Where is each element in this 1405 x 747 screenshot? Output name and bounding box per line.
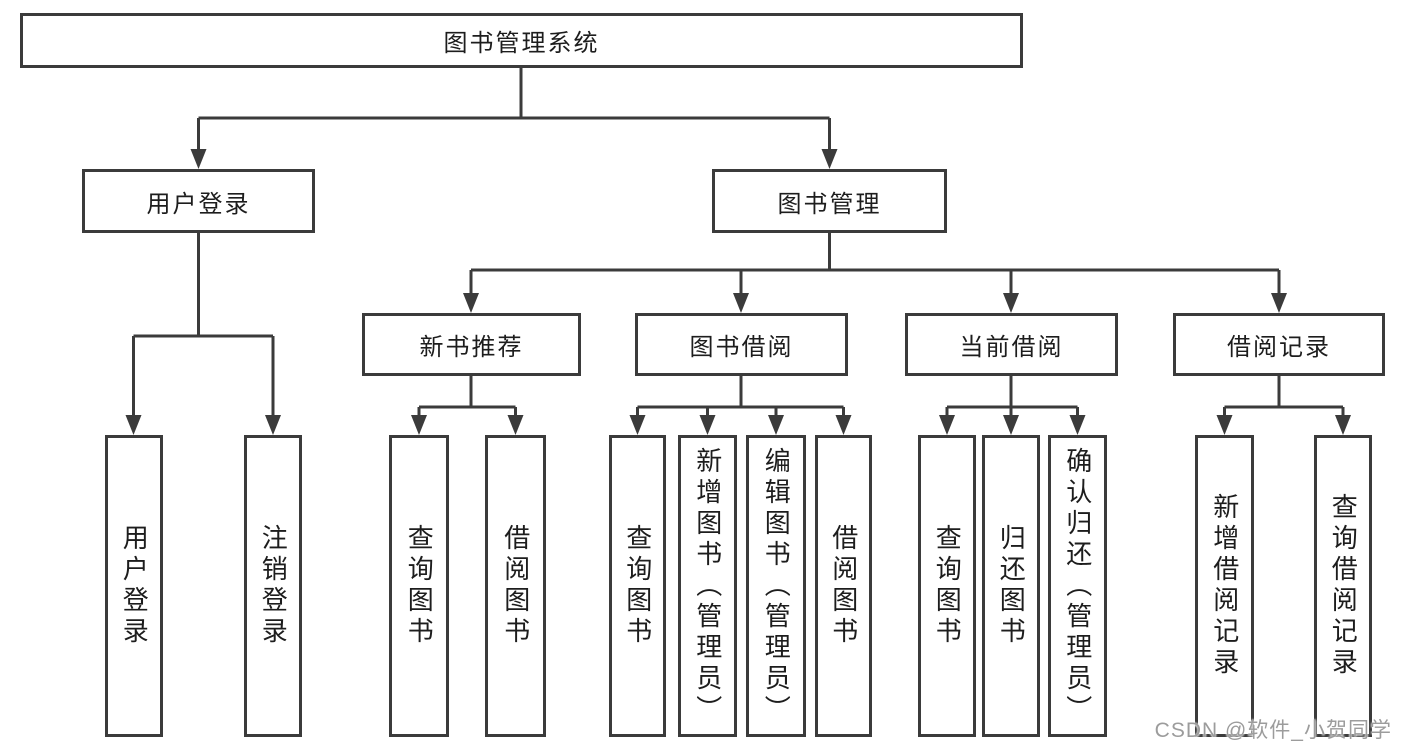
- leaf-query-borrow-record: 查询借阅记录: [1314, 435, 1372, 737]
- leaf-query-books-borrow: 查询图书: [609, 435, 666, 737]
- node-label: 用户登录: [119, 524, 150, 648]
- node-label: 新增借阅记录: [1209, 493, 1240, 679]
- node-borrowing-records: 借阅记录: [1173, 313, 1385, 376]
- node-label: 借阅图书: [828, 524, 859, 648]
- node-label: 用户登录: [146, 190, 251, 218]
- node-new-book-recommend: 新书推荐: [362, 313, 581, 376]
- node-label: 查询图书: [622, 524, 653, 648]
- leaf-borrow-books: 借阅图书: [815, 435, 872, 737]
- node-label: 借阅图书: [500, 524, 531, 648]
- leaf-return-books: 归还图书: [982, 435, 1040, 737]
- node-label: 新增图书（管理员）: [692, 446, 723, 726]
- leaf-confirm-return-admin: 确认归还（管理员）: [1048, 435, 1107, 737]
- node-label: 图书借阅: [689, 334, 794, 361]
- node-book-management: 图书管理: [712, 169, 947, 233]
- node-label: 注销登录: [258, 524, 289, 648]
- leaf-add-book-admin: 新增图书（管理员）: [678, 435, 737, 737]
- leaf-logout: 注销登录: [244, 435, 302, 737]
- leaf-user-login: 用户登录: [105, 435, 163, 737]
- node-current-borrowing: 当前借阅: [905, 313, 1118, 376]
- leaf-query-books-recommend: 查询图书: [389, 435, 449, 737]
- csdn-watermark: CSDN @软件_小贺同学: [1154, 719, 1392, 742]
- node-label: 查询图书: [932, 524, 963, 648]
- node-label: 借阅记录: [1227, 334, 1331, 361]
- node-label: 新书推荐: [419, 334, 524, 361]
- leaf-edit-book-admin: 编辑图书（管理员）: [746, 435, 806, 737]
- leaf-borrow-books-recommend: 借阅图书: [485, 435, 546, 737]
- node-label: 确认归还（管理员）: [1062, 446, 1093, 726]
- leaf-query-books-current: 查询图书: [918, 435, 976, 737]
- arrowheads: [125, 149, 1351, 435]
- node-user-login: 用户登录: [82, 169, 315, 233]
- node-label: 当前借阅: [959, 334, 1064, 361]
- node-label: 查询借阅记录: [1328, 493, 1359, 679]
- node-label: 查询图书: [404, 524, 435, 648]
- node-library-management-system: 图书管理系统: [20, 13, 1023, 68]
- node-label: 编辑图书（管理员）: [761, 446, 792, 726]
- node-book-borrowing: 图书借阅: [635, 313, 848, 376]
- node-label: 图书管理系统: [443, 30, 600, 57]
- leaf-add-borrow-record: 新增借阅记录: [1195, 435, 1254, 737]
- node-label: 归还图书: [996, 524, 1027, 648]
- node-label: 图书管理: [777, 190, 882, 218]
